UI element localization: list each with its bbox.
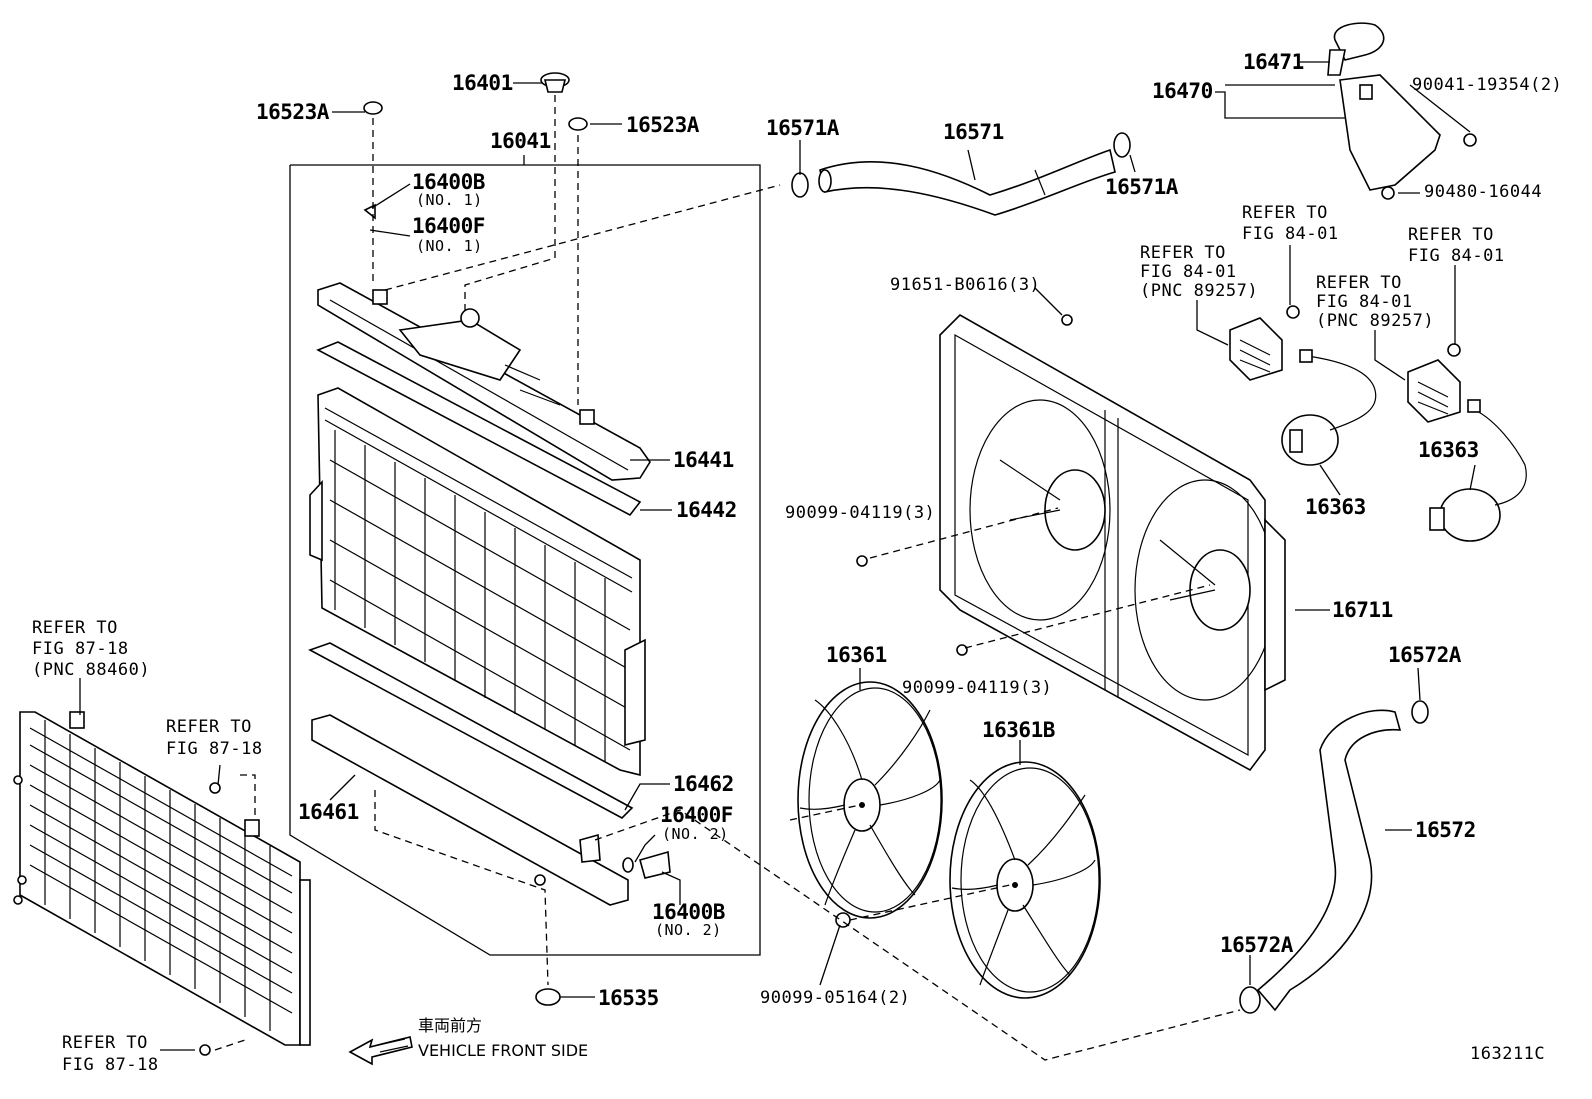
upper-hose-drawing xyxy=(791,132,1131,216)
label-90041-19354: 90041-19354(2) xyxy=(1412,75,1563,95)
label-16441: 16441 xyxy=(673,448,734,472)
fan-shroud-drawing xyxy=(939,314,1286,772)
refer-fig84-pnc-b: REFER TO FIG 84-01 (PNC 89257) xyxy=(1316,273,1435,331)
label-16400b-bot: 16400B xyxy=(652,900,725,924)
label-16400f-bot-no: (NO. 2) xyxy=(662,825,729,843)
fan-16361b-drawing xyxy=(949,761,1101,999)
reservoir-drawing xyxy=(1327,22,1477,200)
label-16572a-top: 16572A xyxy=(1388,643,1461,667)
label-16462: 16462 xyxy=(673,772,734,796)
label-16711: 16711 xyxy=(1332,598,1393,622)
radiator-core-drawing xyxy=(309,387,646,777)
vehicle-front-arrow xyxy=(348,1036,413,1066)
condenser-drawing xyxy=(13,711,311,1046)
label-16361: 16361 xyxy=(826,643,887,667)
label-16572a-bot: 16572A xyxy=(1220,933,1293,957)
label-16041: 16041 xyxy=(490,129,551,153)
label-16400f-top-no: (NO. 1) xyxy=(416,237,483,255)
label-16401: 16401 xyxy=(452,71,513,95)
refer-fig87-bot: REFER TO FIG 87-18 xyxy=(62,1033,159,1075)
label-91651-b0616: 91651-B0616(3) xyxy=(890,275,1041,295)
label-16470: 16470 xyxy=(1152,79,1213,103)
label-16400b-top: 16400B xyxy=(412,170,485,194)
refer-fig84-pnc-a: REFER TO FIG 84-01 (PNC 89257) xyxy=(1140,243,1259,301)
label-16571a-right: 16571A xyxy=(1105,175,1178,199)
label-90099-04119-b: 90099-04119(3) xyxy=(902,678,1053,698)
label-16400f-bot: 16400F xyxy=(660,803,733,827)
radiator-assembly-frame xyxy=(289,155,761,956)
label-16442: 16442 xyxy=(676,498,737,522)
leader-lines xyxy=(79,61,1476,1051)
refer-fig87-pnc: REFER TO FIG 87-18 (PNC 88460) xyxy=(32,618,151,680)
label-16572: 16572 xyxy=(1415,818,1476,842)
label-16400b-top-no: (NO. 1) xyxy=(416,191,483,209)
label-90099-05164: 90099-05164(2) xyxy=(760,988,911,1008)
direction-jp: 車両前方 xyxy=(418,1016,483,1035)
label-16400f-top: 16400F xyxy=(412,214,485,238)
refer-fig84-a: REFER TO FIG 84-01 xyxy=(1242,203,1339,244)
label-90099-04119-a: 90099-04119(3) xyxy=(785,503,936,523)
dashed-lines xyxy=(214,95,1241,1061)
label-16523a-left: 16523A xyxy=(256,100,329,124)
figure-id: 163211C xyxy=(1470,1044,1546,1064)
label-16363-a: 16363 xyxy=(1305,495,1366,519)
label-16461: 16461 xyxy=(298,800,359,824)
label-90480-16044: 90480-16044 xyxy=(1424,182,1543,202)
label-16523a-right: 16523A xyxy=(626,113,699,137)
upper-gasket-drawing xyxy=(316,341,642,517)
label-16363-b: 16363 xyxy=(1418,438,1479,462)
resistors-drawing xyxy=(1229,305,1461,423)
direction-en: VEHICLE FRONT SIDE xyxy=(418,1041,589,1060)
label-16361b: 16361B xyxy=(982,718,1055,742)
lower-gasket-drawing xyxy=(308,642,634,819)
refer-fig84-b: REFER TO FIG 84-01 xyxy=(1408,225,1505,266)
label-16471: 16471 xyxy=(1243,50,1304,74)
fasteners-drawing xyxy=(199,72,1073,1056)
fan-motors-drawing xyxy=(1281,349,1527,542)
lower-hose-drawing xyxy=(1239,700,1429,1014)
label-16571: 16571 xyxy=(943,120,1004,144)
lower-tank-drawing xyxy=(311,714,629,906)
upper-tank-drawing xyxy=(317,282,651,481)
refer-fig87-mid: REFER TO FIG 87-18 xyxy=(166,717,263,759)
label-16571a-left: 16571A xyxy=(766,116,839,140)
label-16535: 16535 xyxy=(598,986,659,1010)
fan-16361-drawing xyxy=(797,681,943,919)
label-16400b-bot-no: (NO. 2) xyxy=(655,921,722,939)
